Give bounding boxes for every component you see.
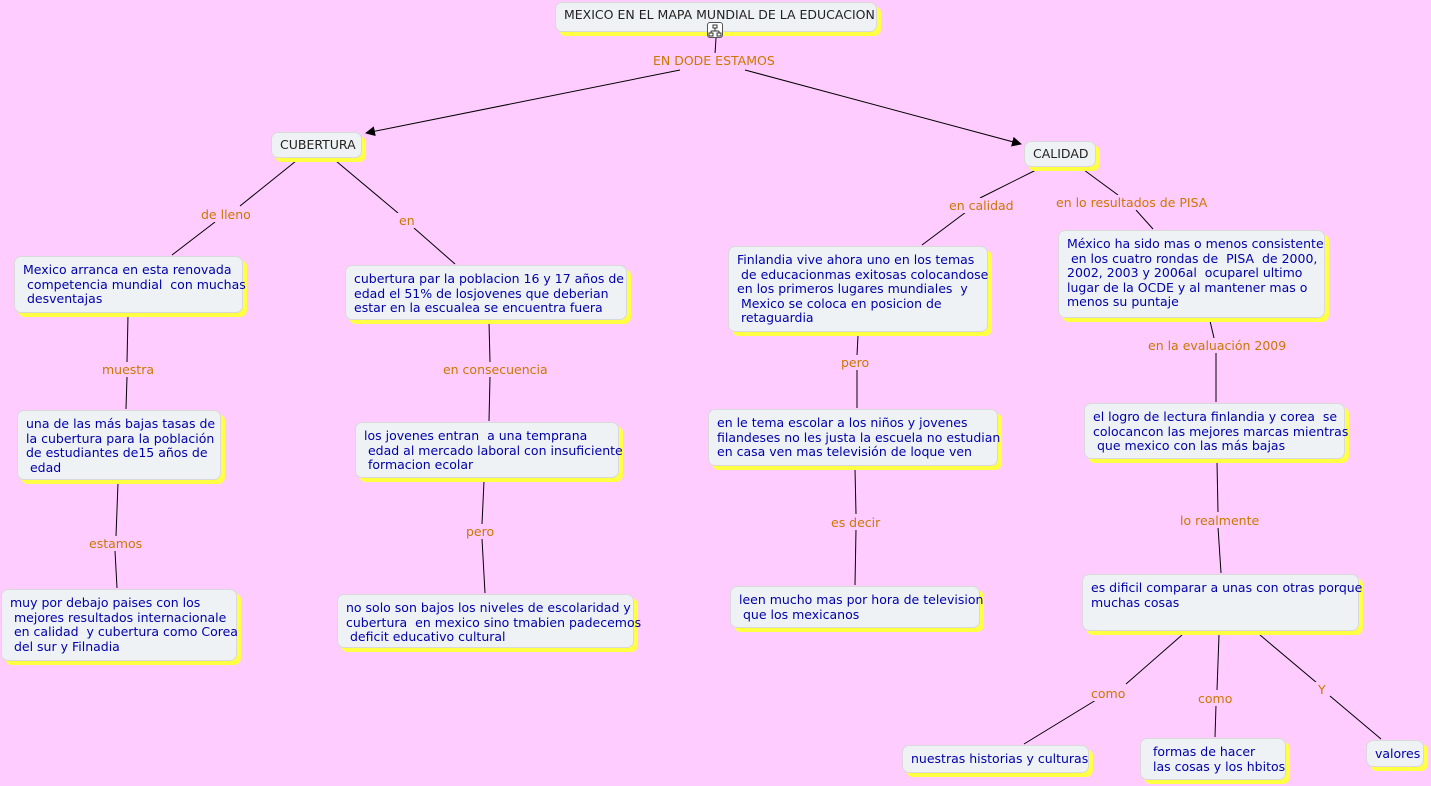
connector-line [979,169,1037,199]
muy-por-debajo-node[interactable]: muy por debajo paises con los mejores re… [1,589,238,661]
link-label-como-2[interactable]: como [1195,691,1240,706]
no-solo-node[interactable]: no solo son bajos los niveles de escolar… [337,594,641,648]
connector-line [488,321,491,363]
mexico-consistente-node[interactable]: México ha sido mas o menos consistente e… [1058,230,1325,318]
connector-line [1216,634,1220,691]
valores-node[interactable]: valores [1366,740,1424,767]
connector-line [854,468,857,515]
connector-line [714,37,717,55]
link-label-como-1[interactable]: como [1088,686,1129,701]
link-label-es-decir[interactable]: es decir [828,515,884,530]
connector-line [488,376,491,422]
link-label-en-evaluacion[interactable]: en la evaluación 2009 [1145,338,1290,353]
historias-node[interactable]: nuestras historias y culturas [902,745,1089,773]
link-label-en-resultados[interactable]: en lo resultados de PISA [1053,195,1211,210]
tema-escolar-node[interactable]: en le tema escolar a los niños y jovenes… [708,409,1000,466]
connector-line [335,160,399,214]
link-label-lo-realmente[interactable]: lo realmente [1177,513,1263,528]
formas-node[interactable]: formas de hacer las cosas y los hbitos [1140,738,1286,780]
connector-line [1259,634,1318,684]
cubertura-node[interactable]: CUBERTURA [271,132,362,158]
connector-line [413,227,456,265]
connector-line [1216,461,1219,513]
connector-line [125,376,128,410]
logro-lectura-node[interactable]: el logro de lectura finlandia y corea se… [1084,403,1348,459]
finlandia-node[interactable]: Finlandia vive ahora uno en los temas de… [728,246,988,332]
es-dificil-node[interactable]: es dificil comparar a unas con otras por… [1082,574,1362,631]
connector-line [239,160,297,207]
connector-line [1083,169,1119,196]
connector-line [481,538,486,594]
connector-line [481,480,485,525]
connector-line [114,550,118,589]
connector-line [115,482,119,537]
link-label-donde-estamos[interactable]: EN DODE ESTAMOS [650,53,782,68]
hierarchy-icon[interactable] [707,22,723,38]
connector-line [921,211,967,246]
connector-line [744,69,1022,147]
link-label-en-consecuencia[interactable]: en consecuencia [436,362,551,377]
connector-line [171,221,216,256]
connector-line [1125,634,1183,685]
connector-line [1135,209,1154,230]
link-label-y[interactable]: Y [1315,682,1329,697]
leen-mucho-node[interactable]: leen mucho mas por hora de television qu… [730,586,983,628]
mexico-arranca-node[interactable]: Mexico arranca en esta renovada competen… [14,256,246,313]
link-label-en-calidad[interactable]: en calidad [946,198,1017,213]
link-label-muestra[interactable]: muestra [99,362,158,377]
connector-line [1209,320,1215,339]
connector-line [365,69,681,137]
link-label-de-lleno[interactable]: de lleno [198,207,254,222]
connector-line [1023,699,1097,745]
connector-line [1329,695,1382,740]
link-label-pero-mid[interactable]: pero [838,355,877,370]
root-title-node[interactable]: MEXICO EN EL MAPA MUNDIAL DE LA EDUCACIO… [555,2,877,32]
cubertura-poblacion-node[interactable]: cubertura par la poblacion 16 y 17 años … [345,265,627,320]
bajas-tasas-node[interactable]: una de las más bajas tasas de la cubertu… [17,410,221,480]
connector-line [854,528,857,586]
calidad-node[interactable]: CALIDAD [1024,141,1096,167]
link-label-estamos[interactable]: estamos [86,536,146,551]
jovenes-entran-node[interactable]: los jovenes entran a una temprana edad a… [355,422,623,478]
connector-line [1214,704,1217,738]
link-label-en[interactable]: en [396,213,418,228]
link-label-pero-left[interactable]: pero [463,524,498,539]
connector-line [1217,526,1222,574]
connector-line [126,315,129,363]
connector-line [856,335,859,356]
